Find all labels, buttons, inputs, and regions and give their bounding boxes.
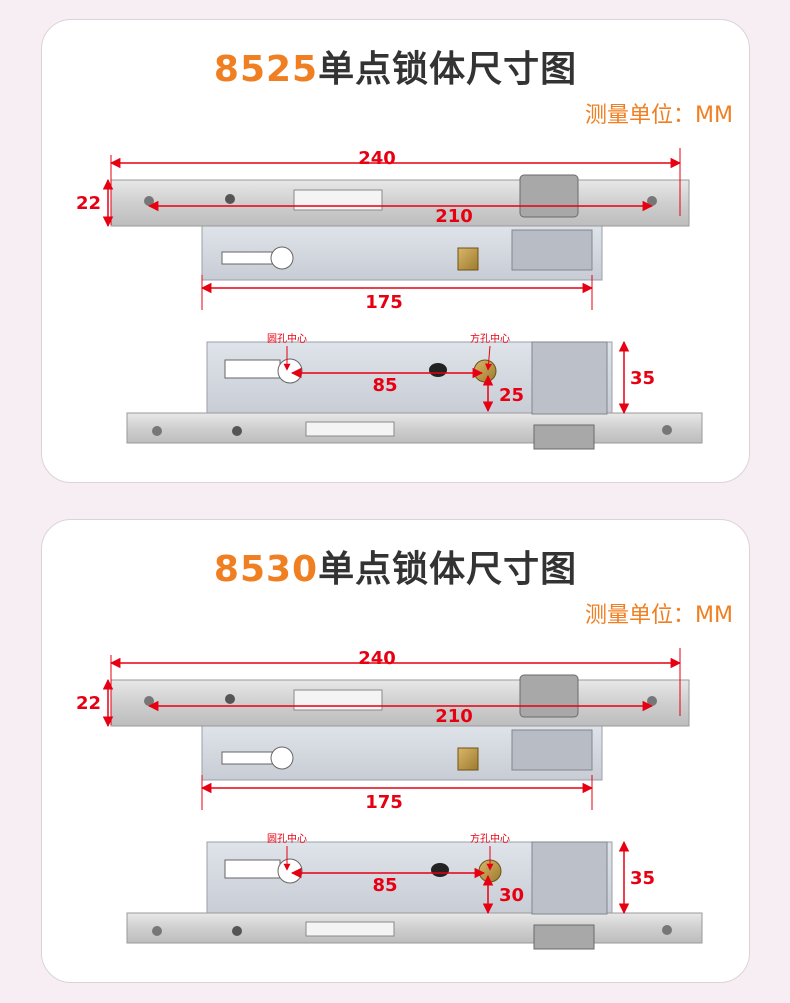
- cylinder-slot: [221, 251, 278, 265]
- screw-hole: [232, 926, 242, 936]
- lock-top-view: [110, 674, 690, 781]
- lock-side-view: [126, 341, 703, 450]
- latch-mechanism: [531, 341, 608, 415]
- screw-hole: [647, 696, 657, 706]
- latch-mechanism: [531, 841, 608, 915]
- lock-diagram: 240 210 22 175 圆孔中心 方孔中心 85: [76, 148, 703, 450]
- unit-label: 测量单位：MM: [585, 603, 733, 628]
- dim-label-35: 35: [630, 868, 655, 889]
- screw-hole: [144, 696, 154, 706]
- lock-top-view: [110, 174, 690, 281]
- dim-label-85: 85: [372, 875, 397, 896]
- faceplate-slot: [305, 921, 395, 937]
- cylinder-slot: [224, 859, 281, 879]
- screw-hole: [662, 925, 672, 935]
- latch-mechanism: [511, 229, 593, 271]
- dim-label-175: 175: [365, 792, 403, 813]
- screw-hole: [225, 694, 235, 704]
- latch-bolt: [533, 424, 595, 450]
- unit-label: 测量单位：MM: [585, 103, 733, 128]
- faceplate: [110, 179, 690, 227]
- latch-bolt: [519, 174, 579, 218]
- round-hole: [270, 746, 294, 770]
- dim-label-175: 175: [365, 292, 403, 313]
- cylinder-slot: [224, 359, 281, 379]
- faceplate-slot: [293, 189, 383, 211]
- square-hole-label: 方孔中心: [470, 332, 510, 345]
- keyhole: [429, 363, 447, 377]
- section-title: 8525单点锁体尺寸图: [42, 40, 749, 92]
- dim-label-240: 240: [358, 148, 396, 169]
- model-number: 8525: [213, 49, 319, 90]
- dim-label-210: 210: [435, 206, 473, 227]
- screw-hole: [232, 426, 242, 436]
- screw-hole: [152, 426, 162, 436]
- lock-side-view: [126, 841, 703, 950]
- dim-label-85: 85: [372, 375, 397, 396]
- round-hole: [277, 858, 303, 884]
- dim-label-backset: 25: [499, 385, 524, 406]
- latch-bolt: [519, 674, 579, 718]
- dim-label-240: 240: [358, 648, 396, 669]
- dim-label-35: 35: [630, 368, 655, 389]
- latch-bolt: [533, 924, 595, 950]
- round-hole: [270, 246, 294, 270]
- screw-hole: [152, 926, 162, 936]
- faceplate-slot: [293, 689, 383, 711]
- dim-label-22: 22: [76, 693, 101, 714]
- model-number: 8530: [213, 549, 319, 590]
- faceplate: [126, 412, 703, 444]
- square-hole: [473, 359, 497, 383]
- square-hole-label: 方孔中心: [470, 832, 510, 845]
- round-hole: [277, 358, 303, 384]
- title-suffix: 单点锁体尺寸图: [318, 49, 578, 90]
- pointer-line: [485, 345, 493, 371]
- keyhole: [431, 863, 449, 877]
- cylinder-slot: [221, 751, 278, 765]
- title-suffix: 单点锁体尺寸图: [318, 549, 578, 590]
- square-hole: [457, 747, 479, 771]
- dim-label-210: 210: [435, 706, 473, 727]
- lock-diagram: 240 210 22 175 圆孔中心 方孔中心 85 30: [76, 648, 703, 950]
- faceplate: [110, 679, 690, 727]
- section-title: 8530单点锁体尺寸图: [42, 540, 749, 592]
- latch-mechanism: [511, 729, 593, 771]
- screw-hole: [144, 196, 154, 206]
- dim-label-22: 22: [76, 193, 101, 214]
- round-hole-label: 圆孔中心: [267, 832, 307, 845]
- square-hole: [457, 247, 479, 271]
- screw-hole: [647, 196, 657, 206]
- dim-label-backset: 30: [499, 885, 524, 906]
- faceplate-slot: [305, 421, 395, 437]
- faceplate: [126, 912, 703, 944]
- screw-hole: [225, 194, 235, 204]
- screw-hole: [662, 425, 672, 435]
- section-card-8525: 8525单点锁体尺寸图 测量单位：MM 240 210: [41, 19, 750, 483]
- round-hole-label: 圆孔中心: [267, 332, 307, 345]
- section-card-8530: 8530单点锁体尺寸图 测量单位：MM 240 210 22: [41, 519, 750, 983]
